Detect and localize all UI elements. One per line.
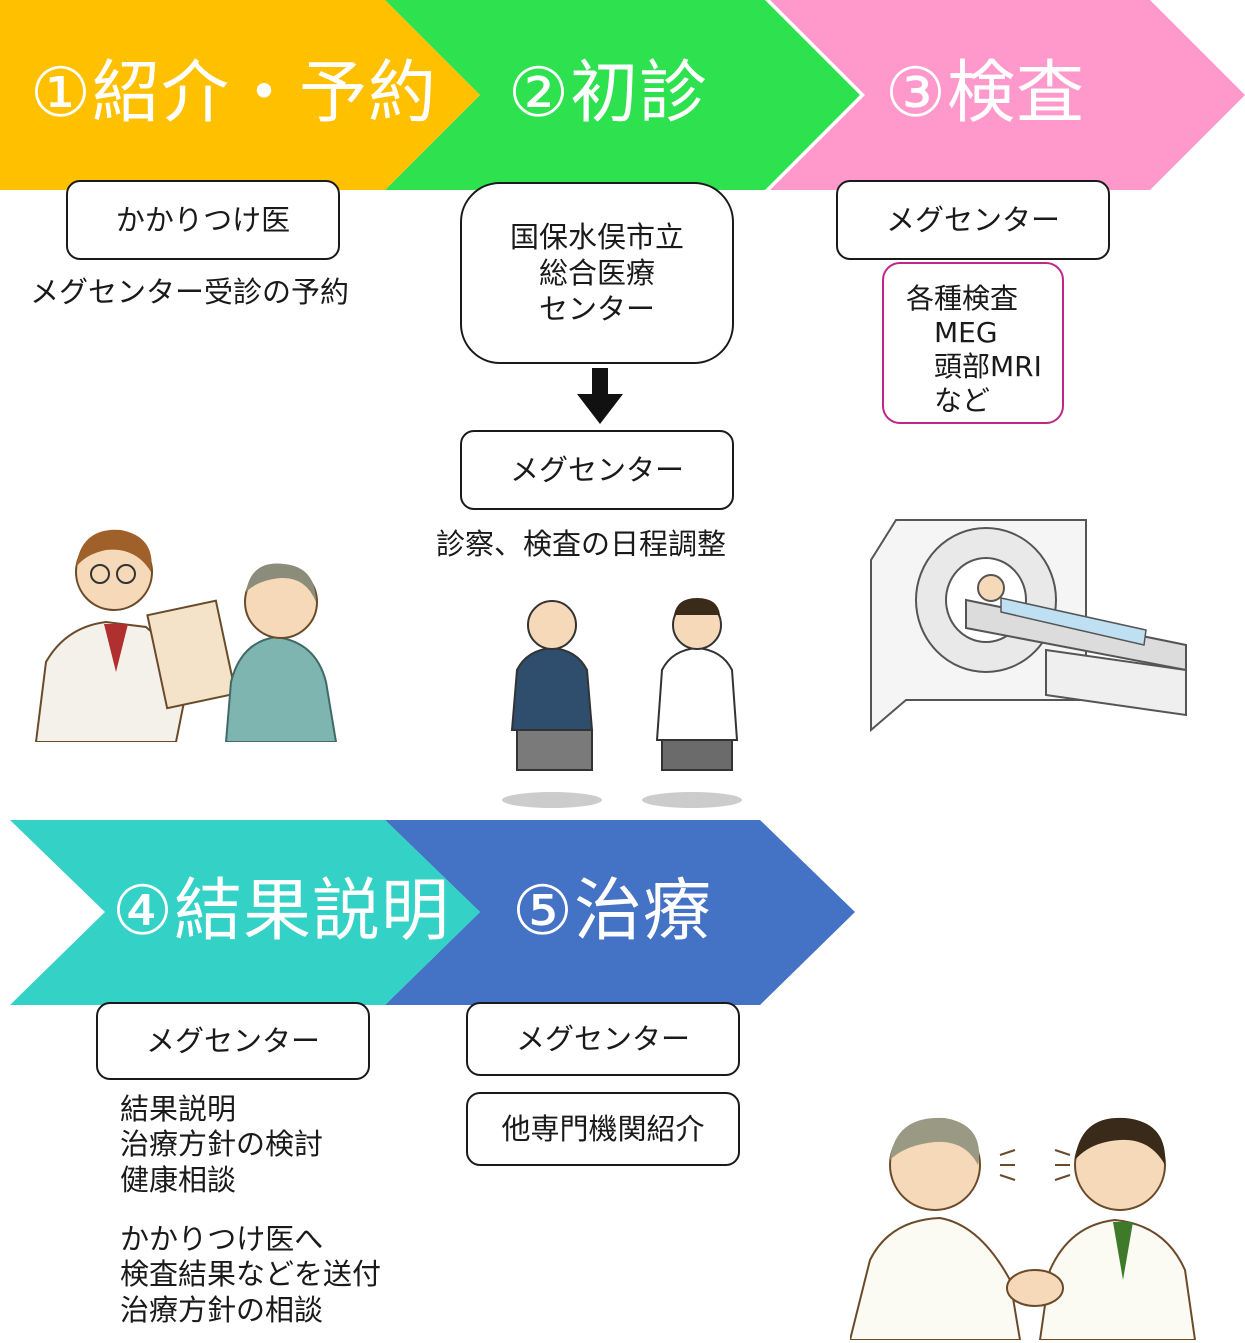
exam-item-1: 各種検査	[906, 282, 1019, 315]
family-doctor-label: かかりつけ医	[115, 202, 291, 237]
step-3-title: ③検査	[885, 54, 1085, 133]
result-note-2: 治療方針の検討	[120, 1127, 324, 1162]
step-4-chevron	[10, 820, 480, 1005]
step-1-chevron	[0, 0, 480, 190]
result-note-3: 健康相談	[120, 1162, 237, 1197]
meg-center-label-4: メグセンター	[145, 1023, 320, 1058]
referral-notes: かかりつけ医へ 検査結果などを送付 治療方針の相談	[120, 1222, 381, 1328]
meg-center-box-2: メグセンター	[460, 430, 734, 510]
step-2-chevron	[385, 0, 860, 190]
meg-center-label-5: メグセンター	[515, 1021, 690, 1056]
exam-item-2: MEG	[934, 316, 998, 350]
exam-list-box: 各種検査 MEG 頭部MRI など	[882, 262, 1064, 424]
result-note-1: 結果説明	[120, 1092, 237, 1126]
hospital-box: 国保水俣市立 総合医療 センター	[460, 182, 734, 364]
step-5-chevron	[385, 820, 855, 1005]
step-5-title: ⑤治療	[512, 872, 712, 951]
family-doctor-box: かかりつけ医	[66, 180, 340, 260]
hospital-line-2: 総合医療	[538, 255, 655, 290]
hospital-line-3: センター	[538, 292, 655, 327]
step-2-title: ②初診	[508, 54, 708, 133]
step-3-chevron	[770, 0, 1245, 190]
result-notes: 結果説明 治療方針の検討 健康相談	[120, 1092, 323, 1198]
referral-illustration	[34, 529, 338, 742]
specialist-referral-label: 他専門機関紹介	[501, 1111, 705, 1146]
meg-center-box-3: メグセンター	[836, 180, 1110, 260]
reservation-note: メグセンター受診の予約	[30, 275, 350, 309]
referral-note-3: 治療方針の相談	[120, 1292, 324, 1327]
exam-item-3: 頭部MRI	[934, 350, 1042, 384]
referral-note-2: 検査結果などを送付	[120, 1257, 382, 1292]
specialist-referral-box: 他専門機関紹介	[466, 1092, 740, 1166]
meg-center-box-5: メグセンター	[466, 1002, 740, 1076]
meg-center-label-2: メグセンター	[509, 452, 684, 487]
down-arrow-icon	[577, 368, 623, 424]
meg-center-box-4: メグセンター	[96, 1002, 370, 1080]
mri-illustration	[870, 519, 1187, 733]
step-1-title: ①紹介・予約	[30, 54, 437, 133]
meg-center-label-3: メグセンター	[885, 202, 1060, 237]
exam-item-4: など	[934, 384, 991, 418]
schedule-note: 診察、検査の日程調整	[436, 527, 727, 561]
consultation-illustration	[502, 598, 742, 808]
handshake-illustration	[850, 1117, 1197, 1340]
step-4-title: ④結果説明	[112, 872, 450, 951]
hospital-line-1: 国保水俣市立	[509, 219, 684, 254]
referral-note-1: かかりつけ医へ	[120, 1222, 324, 1256]
